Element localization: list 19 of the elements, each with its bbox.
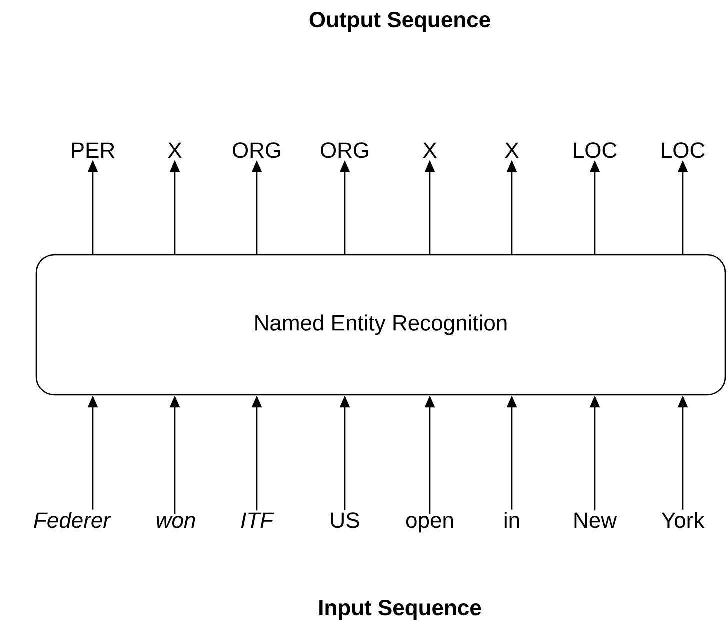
input-word: Federer [34,512,112,528]
output-label: ORG [232,142,280,158]
input-word: US [331,512,360,528]
output-label: X [168,142,182,158]
output-label: ORG [320,142,368,158]
input-word: York [662,512,705,528]
output-label: X [423,142,437,158]
input-word: in [504,512,520,528]
output-label: PER [72,142,115,158]
output-label: LOC [574,142,617,158]
input-word: open [406,516,454,533]
output-label: LOC [662,142,705,158]
input-word: ITF [241,512,275,528]
heading: Output Sequence [310,12,490,32]
output-label: X [505,142,519,158]
input-word: New [574,512,618,528]
process-box: Named Entity Recognition [36,254,726,396]
input-word: won [156,516,196,528]
heading: Input Sequence [320,600,482,620]
